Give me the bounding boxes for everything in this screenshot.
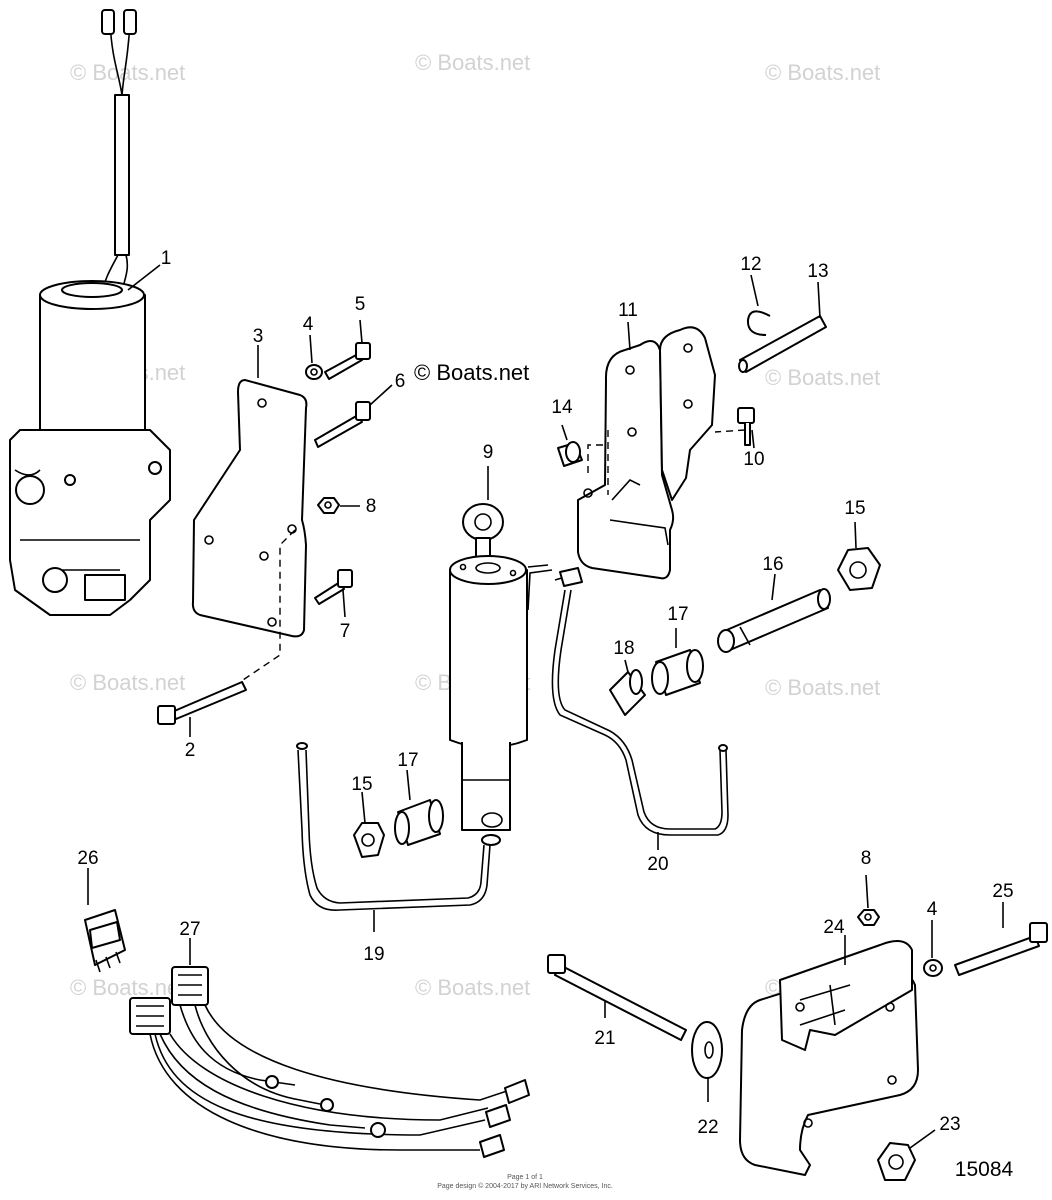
part-25-bolt[interactable]: 25 bbox=[954, 881, 1048, 976]
watermark: © Boats.net bbox=[70, 60, 185, 85]
callout-25: 25 bbox=[992, 881, 1013, 902]
part-20-tube[interactable]: 20 bbox=[527, 564, 729, 875]
callout-13: 13 bbox=[807, 261, 828, 282]
watermark: © Boats.net bbox=[415, 50, 530, 75]
part-21-bolt[interactable]: 21 bbox=[547, 954, 687, 1049]
part-12-clip[interactable]: 12 bbox=[740, 254, 771, 336]
part-1-pump-motor[interactable]: 1 bbox=[9, 9, 172, 616]
callout-22: 22 bbox=[697, 1117, 718, 1138]
callout-9: 9 bbox=[483, 442, 494, 463]
part-16-pin[interactable]: 16 bbox=[717, 554, 831, 653]
callout-21: 21 bbox=[594, 1028, 615, 1049]
callout-14: 14 bbox=[551, 397, 573, 418]
part-11-bracket[interactable]: 11 bbox=[577, 300, 716, 580]
part-22-washer[interactable]: 22 bbox=[691, 1021, 723, 1138]
callout-5: 5 bbox=[355, 294, 366, 315]
callout-10: 10 bbox=[743, 449, 764, 470]
part-15-nut[interactable]: 15 bbox=[351, 774, 385, 858]
footer-page: Page 1 of 1 bbox=[507, 1174, 543, 1181]
part-23-nut[interactable]: 23 bbox=[877, 1114, 961, 1181]
callout-20: 20 bbox=[647, 854, 668, 875]
part-4-washer[interactable]: 4 bbox=[923, 899, 943, 977]
part-8-nut[interactable]: 8 bbox=[857, 848, 880, 926]
part-2-bolt[interactable]: 2 bbox=[157, 529, 296, 761]
part-7-bolt[interactable]: 7 bbox=[314, 569, 353, 642]
part-10-bolt[interactable]: 10 bbox=[714, 407, 765, 470]
part-19-tube[interactable]: 19 bbox=[296, 742, 501, 965]
callout-1: 1 bbox=[161, 248, 172, 269]
callout-15: 15 bbox=[844, 498, 865, 519]
callout-8: 8 bbox=[861, 848, 872, 869]
callout-6: 6 bbox=[395, 371, 406, 392]
part-24-bracket[interactable]: 24 bbox=[739, 917, 919, 1176]
callout-17: 17 bbox=[667, 604, 688, 625]
part-18-insert[interactable]: 18 bbox=[609, 638, 646, 716]
part-8-nut[interactable]: 8 bbox=[317, 496, 377, 517]
footer-copyright: Page design © 2004-2017 by ARI Network S… bbox=[437, 1182, 613, 1190]
watermark: © Boats.net bbox=[70, 670, 185, 695]
watermark: © Boats.net bbox=[415, 975, 530, 1000]
part-5-bolt[interactable]: 5 bbox=[324, 294, 371, 380]
callout-16: 16 bbox=[762, 554, 783, 575]
part-26-relay[interactable]: 26 bbox=[77, 848, 126, 973]
part-17-bushing[interactable]: 17 bbox=[651, 604, 704, 696]
part-13-pin[interactable]: 13 bbox=[738, 261, 829, 373]
callout-19: 19 bbox=[363, 944, 384, 965]
callout-11: 11 bbox=[618, 300, 638, 321]
part-17-bushing[interactable]: 17 bbox=[394, 750, 444, 846]
watermark: © Boats.net bbox=[70, 975, 185, 1000]
watermark: © Boats.net bbox=[765, 365, 880, 390]
part-27-harness[interactable]: 27 bbox=[129, 919, 530, 1158]
part-15-nut[interactable]: 15 bbox=[837, 498, 881, 591]
watermark: © Boats.net bbox=[414, 360, 529, 385]
callout-4: 4 bbox=[927, 899, 938, 920]
part-3-side-plate[interactable]: 3 bbox=[191, 326, 308, 638]
part-9-cylinder[interactable]: 9 bbox=[449, 442, 528, 831]
callout-27: 27 bbox=[179, 919, 200, 940]
callout-2: 2 bbox=[185, 740, 196, 761]
callout-7: 7 bbox=[340, 621, 351, 642]
callout-4: 4 bbox=[303, 314, 314, 335]
figure-number: 15084 bbox=[955, 1158, 1014, 1181]
watermark: © Boats.net bbox=[765, 675, 880, 700]
part-6-bolt[interactable]: 6 bbox=[314, 371, 406, 448]
callout-26: 26 bbox=[77, 848, 98, 869]
callout-23: 23 bbox=[939, 1114, 960, 1135]
callout-3: 3 bbox=[253, 326, 264, 347]
watermark: © Boats.net bbox=[765, 60, 880, 85]
part-14-bushing[interactable]: 14 bbox=[551, 397, 583, 467]
callout-8: 8 bbox=[366, 496, 377, 517]
callout-17: 17 bbox=[397, 750, 418, 771]
callout-18: 18 bbox=[613, 638, 634, 659]
callout-24: 24 bbox=[823, 917, 845, 938]
callout-15: 15 bbox=[351, 774, 372, 795]
callout-12: 12 bbox=[740, 254, 761, 275]
part-4-washer[interactable]: 4 bbox=[303, 314, 323, 380]
